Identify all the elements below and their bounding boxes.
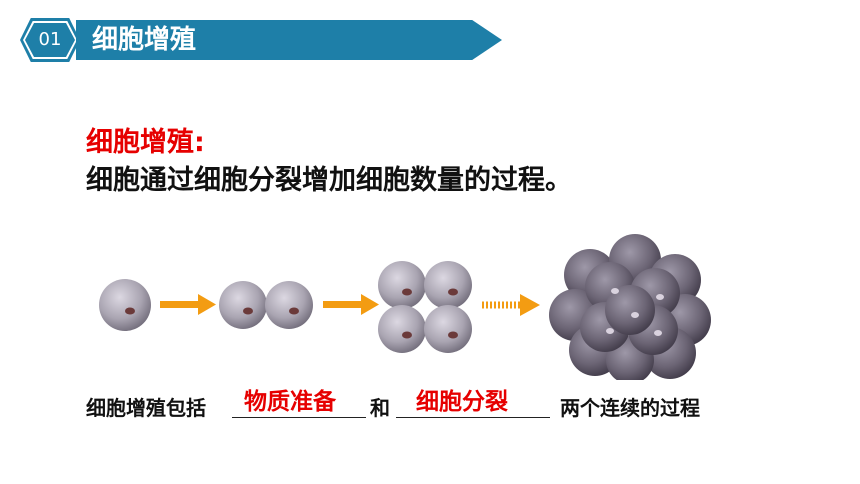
cell-division-diagram [99, 234, 711, 380]
blank-2 [396, 417, 550, 418]
single-cell [99, 279, 151, 331]
title-banner [76, 20, 502, 60]
blank-1 [232, 417, 366, 418]
definition-body: 细胞通过细胞分裂增加细胞数量的过程。 [86, 165, 572, 196]
blank-2-answer: 细胞分裂 [416, 389, 508, 415]
definition-title: 细胞增殖: [86, 127, 205, 158]
blank-1-answer: 物质准备 [244, 389, 336, 415]
section-title: 细胞增殖 [92, 25, 197, 55]
cell-cluster [549, 234, 711, 380]
four-cells [378, 261, 472, 353]
arrow-icon [160, 294, 216, 315]
sentence-suffix: 两个连续的过程 [560, 396, 700, 420]
fill-in-sentence: 细胞增殖包括 物质准备 和 细胞分裂 两个连续的过程 [86, 386, 786, 426]
dashed-arrow-icon [482, 294, 540, 316]
section-header: 01 细胞增殖 [0, 0, 860, 80]
arrow-icon [323, 294, 379, 315]
section-number: 01 [25, 23, 75, 57]
sentence-prefix: 细胞增殖包括 [86, 396, 206, 420]
two-cells [219, 281, 313, 329]
sentence-middle: 和 [370, 396, 390, 420]
